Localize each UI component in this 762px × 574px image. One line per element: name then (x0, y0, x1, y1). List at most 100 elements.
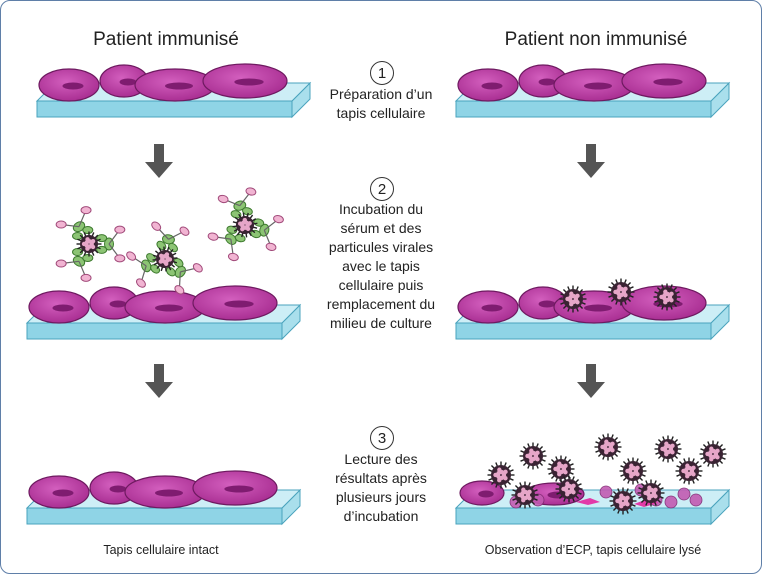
cell (192, 285, 278, 321)
step-1-line: tapis cellulaire (336, 105, 426, 121)
virus-particle (637, 479, 665, 507)
virus-particle (654, 435, 682, 463)
virus-particle (511, 481, 539, 509)
nucleus (109, 485, 127, 493)
nucleus (584, 304, 612, 312)
virus-particle (555, 475, 583, 503)
virus-particle (232, 212, 258, 238)
step-3-line: Lecture des (344, 451, 418, 467)
caption-right: Observation d’ECP, tapis cellulaire lysé (484, 543, 702, 557)
cell-slide (454, 285, 731, 341)
step-1-text: Préparation d’un tapis cellulaire (271, 85, 491, 123)
nucleus (224, 485, 254, 493)
nucleus (119, 78, 137, 86)
cell (192, 470, 278, 506)
nucleus (234, 78, 264, 86)
nucleus (52, 304, 74, 312)
cell-slide (35, 63, 312, 119)
nucleus (165, 82, 193, 90)
nucleus (481, 82, 503, 90)
nucleus (481, 304, 503, 312)
cell (553, 68, 635, 102)
down-arrow (145, 364, 173, 398)
cell (134, 68, 216, 102)
header-non-immunized: Patient non immunisé (504, 29, 688, 50)
header-immunized: Patient immunisé (93, 29, 239, 50)
cell (621, 63, 707, 99)
step-2-line: cellulaire puis (338, 277, 424, 293)
caption-left: Tapis cellulaire intact (103, 543, 219, 557)
nucleus (52, 489, 74, 497)
nucleus (155, 304, 183, 312)
nucleus (653, 78, 683, 86)
step-2-line: sérum et des (340, 220, 422, 236)
antibody (96, 225, 126, 263)
cell (459, 480, 505, 506)
virus-particle (609, 487, 637, 515)
cell (38, 68, 100, 102)
virus-particle (76, 231, 102, 257)
virus-particle (594, 433, 622, 461)
antibody (55, 206, 94, 240)
antibody (126, 251, 161, 288)
nucleus (584, 82, 612, 90)
cell (28, 475, 90, 509)
step-3-text: Lecture des résultats après plusieurs jo… (271, 450, 491, 526)
step-3-number: 3 (370, 426, 394, 450)
step-1-line: Préparation d’un (329, 86, 433, 102)
step-2-number: 2 (370, 177, 394, 201)
antibody (207, 225, 246, 262)
down-arrow (577, 364, 605, 398)
down-arrow (577, 144, 605, 178)
cell-debris (664, 495, 678, 509)
nucleus (538, 300, 556, 308)
nucleus (224, 300, 254, 308)
antibody-virus-complex (207, 187, 284, 262)
cell (457, 68, 519, 102)
cell (124, 290, 206, 324)
step-1-number: 1 (370, 61, 394, 85)
step-2-line: milieu de culture (330, 315, 432, 331)
virus-particle (607, 278, 635, 306)
cell-slide (25, 470, 302, 526)
virus-particle (653, 283, 681, 311)
nucleus (538, 78, 556, 86)
cell (28, 290, 90, 324)
virus-particle (519, 442, 547, 470)
cell-debris (599, 485, 613, 499)
nucleus (155, 489, 183, 497)
antibody-virus-complex (126, 221, 203, 295)
antibody (217, 187, 257, 219)
antibody (165, 257, 203, 295)
virus-particle (547, 455, 575, 483)
down-arrow (145, 144, 173, 178)
cell-slide (454, 480, 731, 526)
virus-particle (619, 457, 647, 485)
cell-slide (454, 63, 731, 119)
virus-particle (152, 246, 178, 272)
virus-particle (675, 457, 703, 485)
antibody (250, 214, 284, 251)
nucleus (62, 82, 84, 90)
step-2-text: Incubation du sérum et des particules vi… (271, 200, 491, 333)
virus-particle (699, 440, 727, 468)
step-3-line: plusieurs jours (335, 489, 427, 505)
cell-fragment (576, 498, 600, 505)
step-2-line: avec le tapis (342, 258, 420, 274)
cell (457, 290, 519, 324)
nucleus (109, 300, 127, 308)
cell-debris (677, 487, 691, 501)
step-3-line: d’incubation (343, 508, 419, 524)
cell (124, 475, 206, 509)
step-2-line: particules virales (328, 239, 434, 255)
cell (202, 63, 288, 99)
antibody (55, 248, 94, 282)
step-2-line: remplacement du (326, 296, 436, 312)
virus-particle (559, 285, 587, 313)
cell-debris (689, 493, 703, 507)
virus-particle (487, 461, 515, 489)
antibody-virus-complex (55, 206, 126, 282)
cell-slide (25, 285, 302, 341)
